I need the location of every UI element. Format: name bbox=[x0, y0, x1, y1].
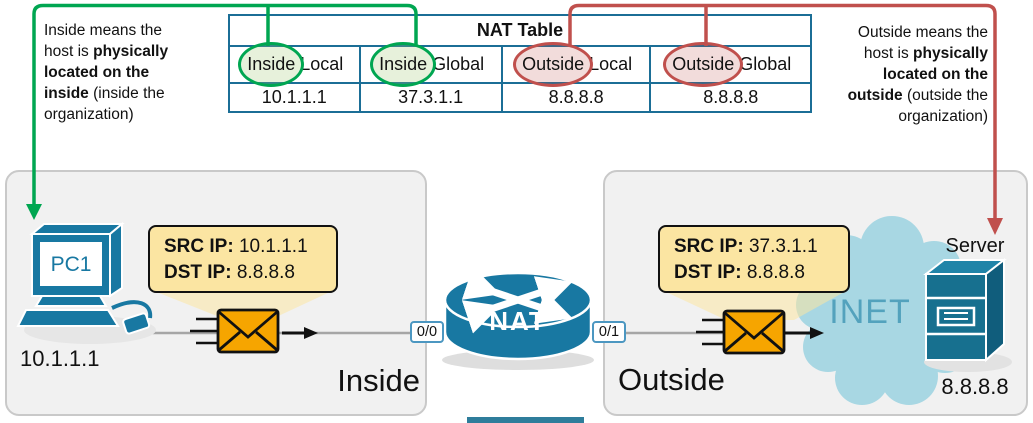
nat-table-value-outside-local: 8.8.8.8 bbox=[500, 82, 652, 113]
inside-packet-callout: SRC IP: 10.1.1.1 DST IP: 8.8.8.8 bbox=[148, 225, 338, 293]
outside-annotation-post: (outside the organization) bbox=[898, 87, 988, 125]
dst-ip-line: DST IP: 8.8.8.8 bbox=[674, 262, 805, 283]
nat-table-value-outside-global: 8.8.8.8 bbox=[649, 82, 812, 113]
server-ip-label: 8.8.8.8 bbox=[941, 374, 1009, 399]
inside-zone-label: Inside bbox=[337, 363, 420, 398]
router-interface-0-1: 0/1 bbox=[592, 321, 626, 343]
nat-table-title: NAT Table bbox=[228, 14, 812, 47]
nat-table-value-inside-global: 37.3.1.1 bbox=[358, 82, 503, 113]
outside-annotation: Outside means the host is physically loc… bbox=[842, 22, 988, 127]
inet-label: INET bbox=[829, 293, 911, 331]
router-arrows bbox=[461, 268, 573, 334]
nat-router-icon: NAT bbox=[442, 268, 594, 370]
dst-ip-line: DST IP: 8.8.8.8 bbox=[164, 262, 295, 283]
outside-zone-label: Outside bbox=[618, 362, 725, 397]
server-name-label: Server bbox=[945, 235, 1005, 257]
router-shadow bbox=[442, 350, 594, 370]
nat-table-value-inside-local: 10.1.1.1 bbox=[228, 82, 361, 113]
outside-packet-callout: SRC IP: 37.3.1.1 DST IP: 8.8.8.8 bbox=[658, 225, 850, 293]
pc-ip-label: 10.1.1.1 bbox=[20, 346, 100, 371]
src-ip-line: SRC IP: 10.1.1.1 bbox=[164, 236, 308, 257]
router-name-label: NAT bbox=[489, 306, 547, 336]
inside-annotation: Inside means the host is physically loca… bbox=[44, 20, 190, 125]
bottom-edge-cropped-shape bbox=[467, 417, 584, 423]
src-ip-line: SRC IP: 37.3.1.1 bbox=[674, 236, 818, 257]
router-interface-0-0: 0/0 bbox=[410, 321, 444, 343]
